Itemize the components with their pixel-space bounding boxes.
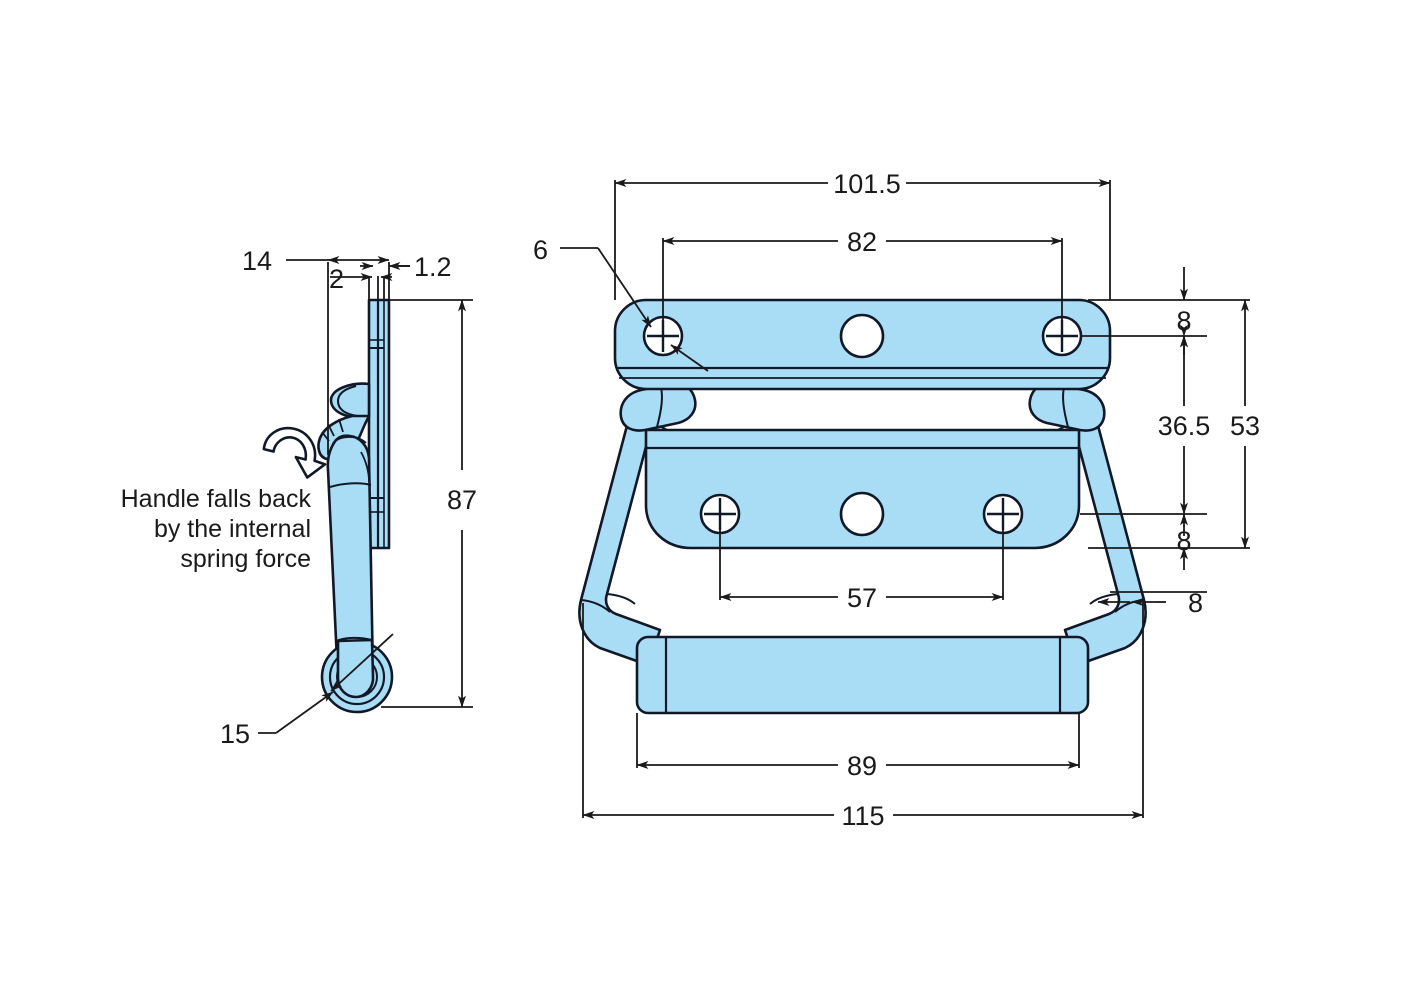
- dim-1p2-label: 1.2: [414, 252, 452, 282]
- front-grip-bar: [635, 635, 1090, 715]
- side-handle-bow: [326, 434, 375, 700]
- side-mount-plate: [367, 298, 391, 550]
- front-bottom-right-screw-hole: [982, 493, 1024, 535]
- note-line-3: spring force: [180, 545, 311, 573]
- side-view: [317, 298, 394, 714]
- dim-8-bottom-label: 8: [1176, 526, 1191, 556]
- leader-6-arrow: [597, 247, 652, 328]
- leader-15-upper: [330, 633, 394, 692]
- front-view-dimension-labels: 101.5 82 57 89 115 8 36.5 53 8 8 6: [533, 169, 1260, 831]
- side-view-dimension-labels: 14 2 1.2 87 15: [220, 246, 477, 749]
- dim-15-label: 15: [220, 719, 250, 749]
- dim-87-label: 87: [447, 485, 477, 515]
- dim-8-edge-label: 8: [1188, 588, 1203, 618]
- leader-6-arrow2: [670, 344, 709, 372]
- dim-115-label: 115: [841, 801, 884, 831]
- front-lower-plate: [644, 428, 1081, 550]
- note-text: Handle falls back by the internal spring…: [121, 485, 312, 573]
- front-top-center-hole: [839, 313, 885, 359]
- front-view: [578, 298, 1147, 715]
- dim-2-label: 2: [329, 264, 344, 294]
- dim-89-label: 89: [847, 751, 877, 781]
- dim-53-label: 53: [1230, 411, 1260, 441]
- rotation-arrow-icon: [262, 426, 327, 479]
- front-bottom-left-screw-hole: [699, 493, 741, 535]
- dim-36p5-label: 36.5: [1158, 411, 1211, 441]
- dim-14-label: 14: [242, 246, 272, 276]
- front-right-knuckle: [1028, 382, 1106, 432]
- dim-82-label: 82: [847, 227, 877, 257]
- note-line-1: Handle falls back: [121, 485, 312, 513]
- side-hinge-knuckle: [329, 382, 371, 419]
- leader-15-lower: [275, 691, 334, 734]
- note-line-2: by the internal: [154, 515, 311, 543]
- dim-57-label: 57: [847, 583, 877, 613]
- dim-6-label: 6: [533, 235, 548, 265]
- side-view-dimensions: [258, 256, 473, 734]
- front-left-knuckle: [619, 382, 697, 432]
- front-bottom-center-hole: [839, 491, 885, 537]
- dim-8-top-label: 8: [1176, 306, 1191, 336]
- front-view-dimensions: [560, 179, 1250, 819]
- side-pivot-ring: [320, 638, 394, 714]
- dim-101p5-label: 101.5: [833, 169, 901, 199]
